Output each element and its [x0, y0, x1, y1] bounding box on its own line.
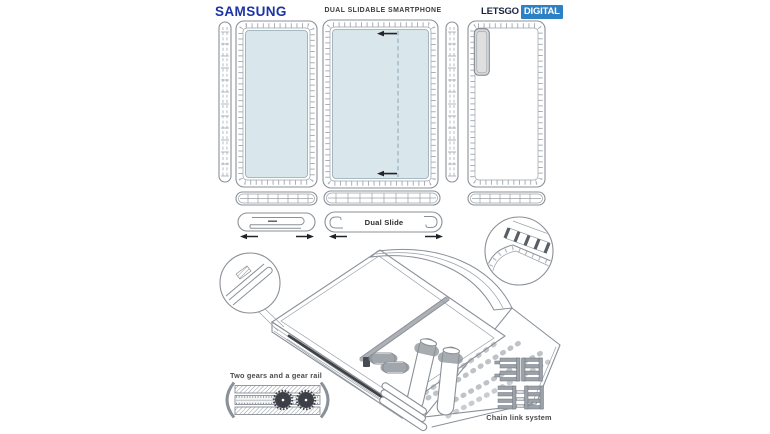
- page-title: DUAL SLIDABLE SMARTPHONE: [324, 7, 442, 14]
- gear-rack: [359, 296, 450, 362]
- corner-cap-stack: [379, 382, 428, 432]
- phone-front-closed-figure: [235, 20, 318, 188]
- chain-grate: [503, 227, 551, 254]
- chain-figure-extended: [497, 385, 544, 410]
- letsgo-digital-logo: LETSGO DIGITAL: [481, 5, 563, 19]
- slide-arrow-left-icon: [377, 30, 397, 37]
- detail-circle-chain-corner: [484, 216, 554, 286]
- display-expanded: [332, 29, 429, 179]
- gears-figure: [225, 381, 330, 419]
- phone-top-edge-figure-expanded: [323, 190, 441, 206]
- chain-figure-linked: [494, 357, 543, 382]
- phone-back-figure: [467, 20, 546, 188]
- display-wrap-curve: [369, 248, 513, 311]
- gears-label: Two gears and a gear rail: [229, 371, 323, 380]
- letsgo-text: LETSGO: [481, 6, 519, 18]
- gear-icon: [295, 389, 317, 411]
- arrow-right-icon: [425, 233, 443, 240]
- arrow-right-icon: [296, 233, 314, 240]
- arrow-left-icon: [240, 233, 258, 240]
- phone-left-edge-figure: [218, 21, 232, 183]
- roller: [436, 346, 464, 416]
- dual-slide-label: Dual Slide: [364, 218, 404, 227]
- arrow-left-icon: [329, 233, 347, 240]
- camera-module: [473, 28, 490, 76]
- gear-cluster: [363, 352, 410, 374]
- roller: [406, 338, 440, 410]
- display-closed: [245, 30, 308, 178]
- digital-badge: DIGITAL: [520, 5, 563, 19]
- gear-icon: [272, 389, 294, 411]
- chain-label: Chain link system: [486, 413, 552, 422]
- phone-front-expanded-figure: [322, 19, 439, 189]
- slide-mechanism-open-figure: [324, 211, 443, 233]
- samsung-logo: SAMSUNG: [215, 4, 287, 19]
- slide-arrow-left-icon: [377, 170, 397, 177]
- detail-circle-rail-corner: [219, 252, 285, 332]
- phone-top-edge-figure-closed: [235, 191, 318, 206]
- phone-right-edge-figure: [445, 21, 459, 183]
- slide-mechanism-closed-figure: [237, 212, 316, 232]
- phone-top-edge-figure-back: [467, 191, 546, 206]
- gear-rail-dark: [287, 334, 390, 403]
